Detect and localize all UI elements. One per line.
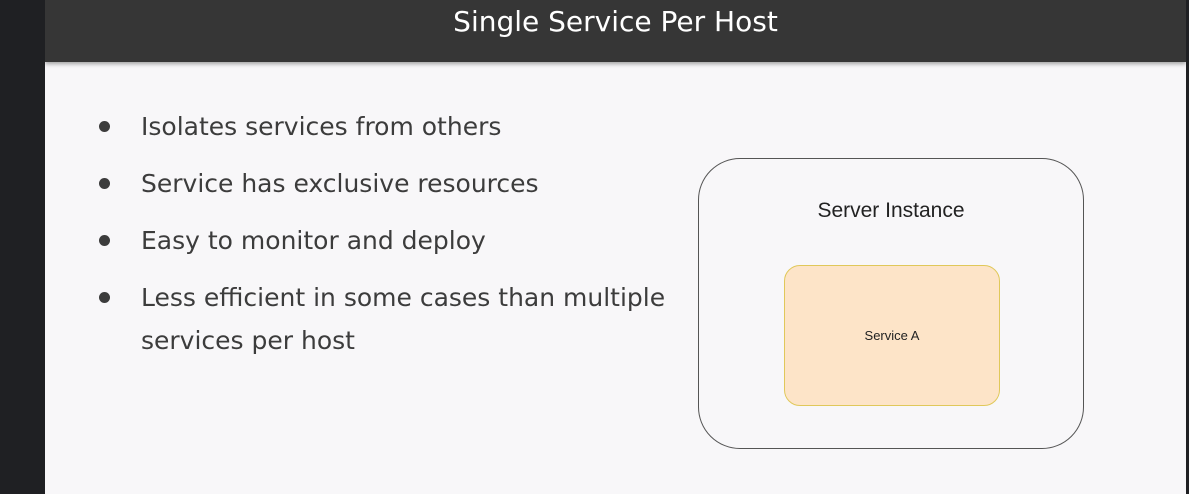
slide-title: Single Service Per Host <box>453 5 778 38</box>
service-a-box: Service A <box>784 265 1000 406</box>
bullet-list: Isolates services from others Service ha… <box>95 105 695 376</box>
right-frame-bar <box>1186 0 1189 494</box>
bullet-item: Isolates services from others <box>95 105 695 148</box>
bullet-item: Service has exclusive resources <box>95 162 695 205</box>
bullet-dot-icon <box>99 235 110 246</box>
left-frame-bar <box>0 0 45 494</box>
bullet-dot-icon <box>99 121 110 132</box>
bullet-dot-icon <box>99 178 110 189</box>
server-instance-label: Server Instance <box>817 199 965 222</box>
server-instance-box: Server Instance Service A <box>698 158 1084 449</box>
bullet-text: Less efficient in some cases than multip… <box>141 283 666 355</box>
bullet-text: Easy to monitor and deploy <box>141 226 486 255</box>
slide: Single Service Per Host Isolates service… <box>45 0 1186 494</box>
bullet-item: Less efficient in some cases than multip… <box>95 276 695 362</box>
bullet-text: Isolates services from others <box>141 112 502 141</box>
bullet-dot-icon <box>99 292 110 303</box>
bullet-text: Service has exclusive resources <box>141 169 539 198</box>
bullet-item: Easy to monitor and deploy <box>95 219 695 262</box>
service-a-label: Service A <box>864 328 920 343</box>
title-bar: Single Service Per Host <box>45 0 1186 62</box>
